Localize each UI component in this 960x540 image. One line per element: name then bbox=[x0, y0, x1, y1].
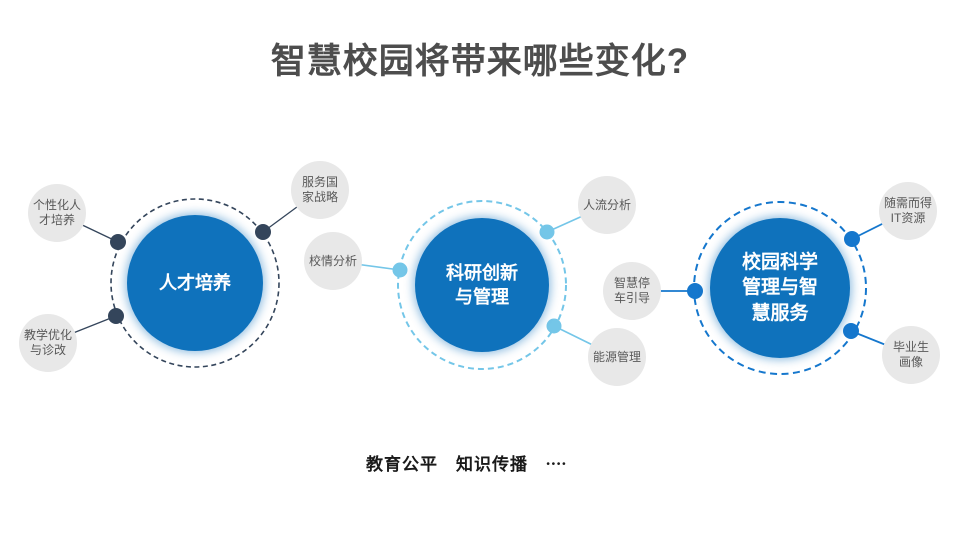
satellite-smart-parking: 智慧停 车引导 bbox=[603, 262, 661, 320]
footer-item-knowledge-spreading: 知识传播 bbox=[456, 455, 528, 474]
connector-dot bbox=[108, 308, 124, 324]
footer-keywords: 教育公平 知识传播 .... bbox=[366, 450, 567, 475]
connector-dot bbox=[843, 323, 859, 339]
satellite-energy-management: 能源管理 bbox=[588, 328, 646, 386]
connector-dot bbox=[255, 224, 271, 240]
satellite-personalized-training: 个性化人 才培养 bbox=[28, 184, 86, 242]
satellite-graduate-portrait: 毕业生 画像 bbox=[882, 326, 940, 384]
satellite-people-flow-analysis: 人流分析 bbox=[578, 176, 636, 234]
hub-circle-campus: 校园科学 管理与智 慧服务 bbox=[710, 218, 850, 358]
connector-dot bbox=[110, 234, 126, 250]
connector-dot bbox=[539, 224, 555, 240]
satellite-school-analysis: 校情分析 bbox=[304, 232, 362, 290]
slide-title: 智慧校园将带来哪些变化? bbox=[270, 42, 690, 81]
connector-dot bbox=[687, 283, 703, 299]
hub-circle-talent: 人才培养 bbox=[127, 215, 263, 351]
footer-item-ellipsis: .... bbox=[546, 450, 567, 469]
footer-item-education-equity: 教育公平 bbox=[366, 455, 438, 474]
satellite-national-strategy: 服务国 家战略 bbox=[291, 161, 349, 219]
connector-dot bbox=[844, 231, 860, 247]
connector-dot bbox=[392, 262, 408, 278]
satellite-on-demand-it: 随需而得 IT资源 bbox=[879, 182, 937, 240]
connector-dot bbox=[546, 318, 562, 334]
satellite-teaching-optimization: 教学优化 与诊改 bbox=[19, 314, 77, 372]
hub-circle-research: 科研创新 与管理 bbox=[415, 218, 549, 352]
